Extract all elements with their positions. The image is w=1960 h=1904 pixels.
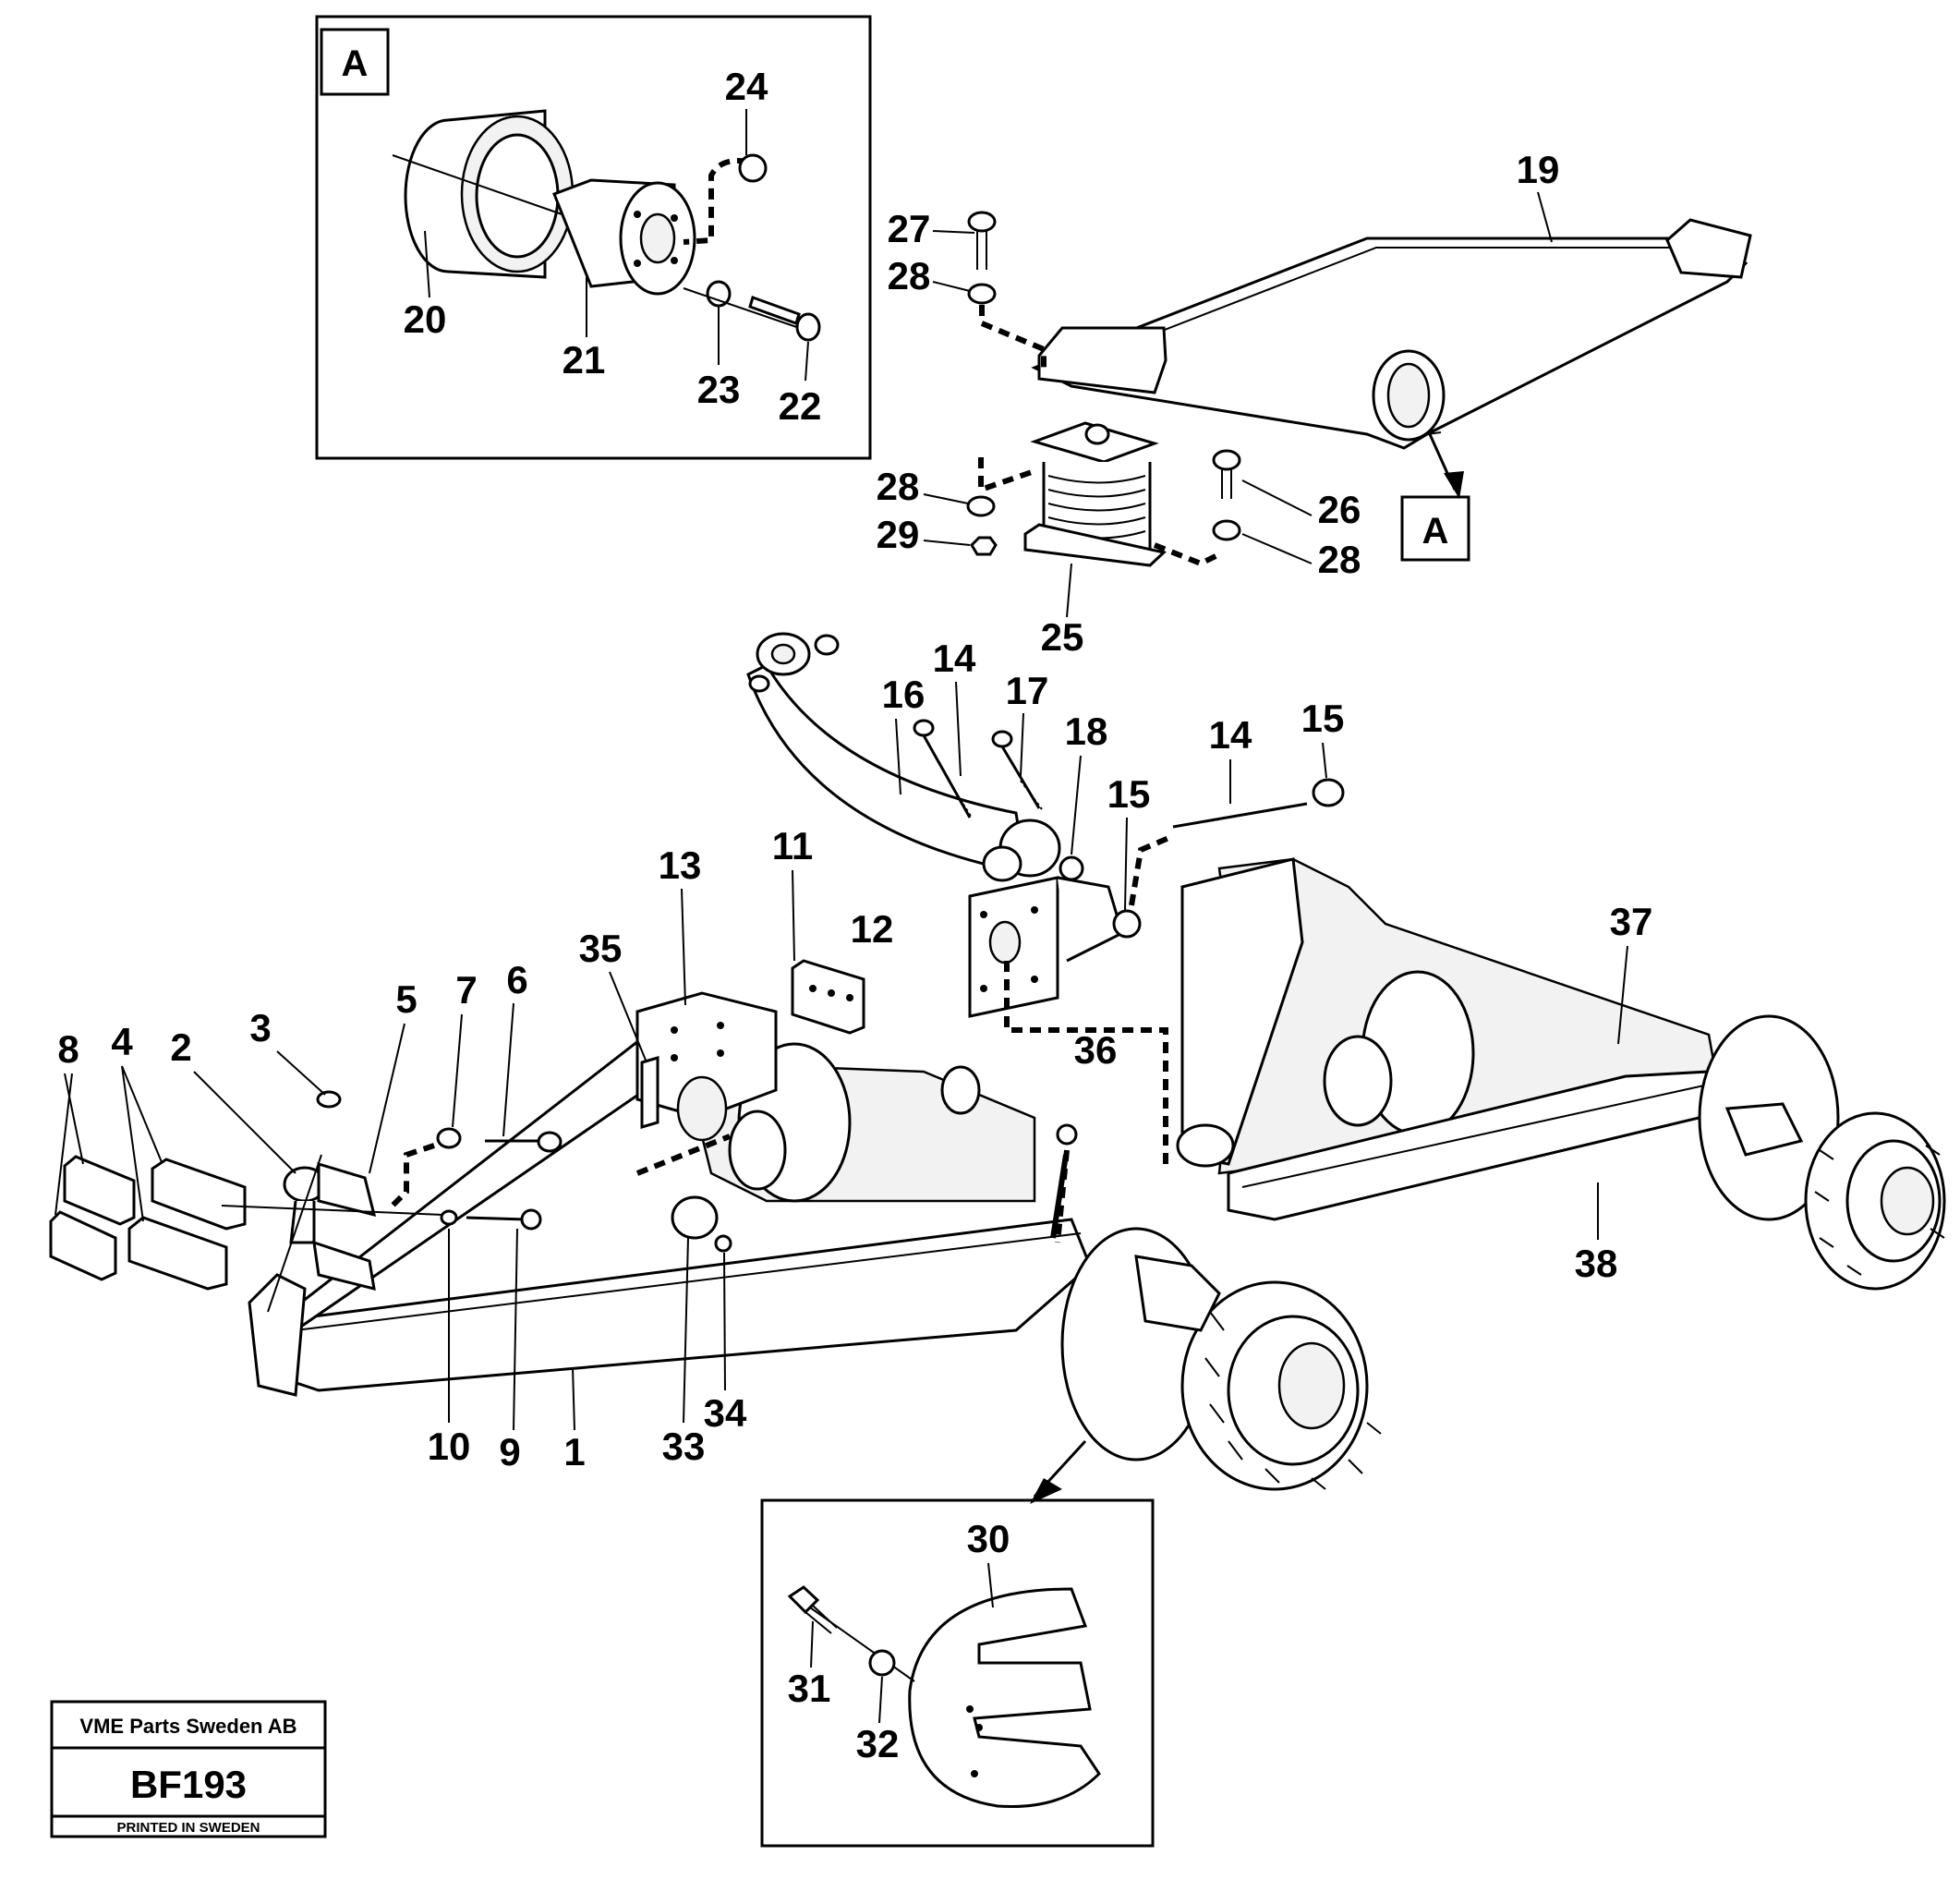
callout-25: 25 <box>1041 615 1084 659</box>
part-36-washer <box>1056 1123 1078 1146</box>
callout-27: 27 <box>888 207 931 250</box>
callout-38: 38 <box>1575 1242 1618 1285</box>
callout-11: 11 <box>772 824 813 867</box>
callout-36: 36 <box>1074 1028 1118 1072</box>
callout-26: 26 <box>1318 488 1361 531</box>
stamp-company: VME Parts Sweden AB <box>79 1715 296 1738</box>
callout-4: 4 <box>111 1020 133 1063</box>
rear-wheel-hub <box>1698 1014 1946 1291</box>
callout-20: 20 <box>404 297 447 341</box>
front-wheel-hub <box>1060 1227 1382 1491</box>
part-35-pad <box>640 1055 659 1130</box>
part-4-pads <box>127 1158 247 1291</box>
part-13-bracket-plate <box>635 991 778 1142</box>
routing-dashed-line-3 <box>978 457 1035 494</box>
part-23-washer <box>706 280 732 308</box>
part-20-bellows-drum <box>392 109 575 279</box>
part-11-block <box>791 959 865 1035</box>
detail-a-pointer-label: A <box>1422 511 1449 552</box>
callout-18: 18 <box>1065 709 1108 753</box>
callout-17: 17 <box>1006 669 1049 712</box>
detail-a-inset: A 24 20 21 <box>315 15 872 460</box>
part-15-nut-right <box>1312 778 1345 807</box>
detail-a-pointer-box <box>1400 495 1470 562</box>
part-33-cover <box>671 1195 719 1240</box>
callout-29: 29 <box>877 513 920 556</box>
part-27-bolt <box>967 211 997 270</box>
part-9-bolt <box>466 1208 542 1231</box>
part-28-washer-right <box>1212 519 1241 541</box>
part-14-bolt-left <box>913 719 973 819</box>
part-19-bridge-beam <box>1031 218 1752 450</box>
part-3-grease-nipple <box>316 1090 342 1109</box>
part-26-bolt <box>1212 449 1241 499</box>
callout-21: 21 <box>563 338 606 382</box>
part-29-nut <box>970 536 998 556</box>
callout-33: 33 <box>662 1425 706 1468</box>
part-18-bracket <box>968 855 1142 1018</box>
callout-8: 8 <box>57 1027 79 1071</box>
part-32-washer <box>868 1649 896 1677</box>
callout-32: 32 <box>856 1722 900 1765</box>
part-34-screw <box>714 1234 732 1253</box>
detail-a-marker-label: A <box>342 43 369 84</box>
callout-24: 24 <box>725 65 768 108</box>
part-28-washer-left <box>966 495 996 517</box>
routing-dashed-line-2 <box>979 305 1047 370</box>
part-6-bolt <box>485 1131 563 1153</box>
callout-28b: 28 <box>877 465 920 508</box>
routing-dashed-line-5 <box>1004 961 1168 1164</box>
callout-28a: 28 <box>888 254 931 297</box>
part-30-cover-plate <box>908 1587 1101 1809</box>
callout-10: 10 <box>428 1425 471 1468</box>
callout-12: 12 <box>851 907 894 951</box>
callout-6: 6 <box>506 958 527 1001</box>
routing-dashed-line-7 <box>635 1134 732 1176</box>
callout-15b: 15 <box>1301 697 1345 740</box>
callout-37: 37 <box>1610 900 1653 943</box>
routing-dashed-line-9 <box>385 1143 435 1213</box>
callout-16: 16 <box>882 673 926 716</box>
callout-22: 22 <box>779 384 822 428</box>
part-16-curved-arm <box>746 632 1061 882</box>
routing-dashed-line-4 <box>1153 542 1221 567</box>
publisher-stamp: VME Parts Sweden AB BF193 PRINTED IN SWE… <box>50 1700 327 1838</box>
callout-30: 30 <box>967 1517 1010 1560</box>
callout-31: 31 <box>788 1667 831 1710</box>
part-17-bolt <box>991 730 1043 810</box>
callout-5: 5 <box>395 977 417 1021</box>
part-21-piston <box>552 178 696 296</box>
part-24-screw <box>738 153 768 183</box>
part-1-bogie-beam <box>248 1024 1092 1397</box>
callout-28c: 28 <box>1318 538 1361 581</box>
callout-23: 23 <box>697 368 741 411</box>
callout-2: 2 <box>170 1025 191 1069</box>
part-14-bolt-right <box>1172 802 1308 829</box>
part-10-washer <box>440 1209 458 1226</box>
part-7-washer <box>436 1127 462 1149</box>
part-8-pads <box>49 1155 136 1281</box>
callout-19: 19 <box>1517 148 1560 191</box>
callout-34: 34 <box>704 1391 747 1435</box>
callout-3: 3 <box>249 1006 271 1049</box>
part-25-rubber-spring <box>1023 421 1168 567</box>
part-31-bolt <box>787 1585 838 1634</box>
part-2-pin-assembly <box>221 1154 444 1313</box>
callout-13: 13 <box>659 843 702 887</box>
routing-dashed-line-6 <box>1129 833 1175 906</box>
callout-14a: 14 <box>933 637 976 680</box>
stamp-footer: PRINTED IN SWEDEN <box>116 1820 260 1836</box>
callout-7: 7 <box>455 968 477 1012</box>
stamp-code: BF193 <box>130 1763 247 1806</box>
callout-15a: 15 <box>1107 772 1151 816</box>
detail-a-marker-box <box>320 28 390 96</box>
detail-cover-plate-inset: 30 31 32 <box>760 1498 1155 1848</box>
callout-14b: 14 <box>1209 713 1252 757</box>
callout-1: 1 <box>563 1430 585 1473</box>
callout-35: 35 <box>579 927 623 970</box>
part-28-washer-top <box>967 283 997 305</box>
callout-9: 9 <box>499 1430 520 1473</box>
